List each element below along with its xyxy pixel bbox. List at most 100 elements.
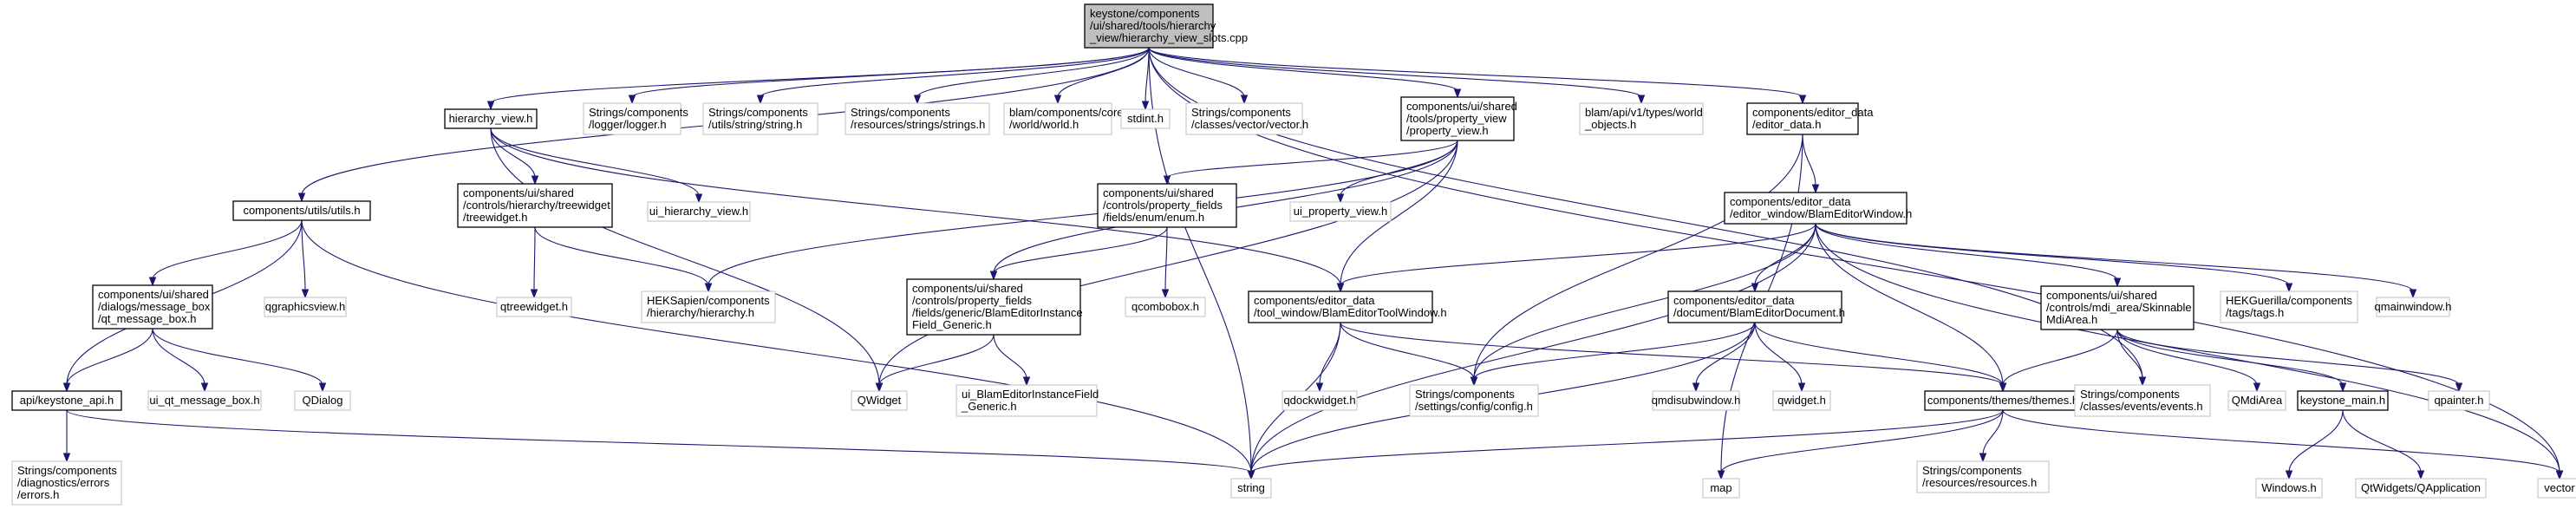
node-label-line: Strings/components [2080, 388, 2180, 401]
node-label-line: _view/hierarchy_view_slots.cpp [1089, 31, 1248, 44]
node-errors-h: Strings/components/diagnostics/errors/er… [11, 460, 122, 506]
node-utils-h[interactable]: components/utils/utils.h [232, 200, 371, 221]
node-box [1400, 96, 1515, 141]
arrowhead [1470, 376, 1478, 387]
edge-line [1148, 47, 1803, 98]
edge-line [2002, 329, 2118, 386]
edge-editor_window_h-to-mdiarea_h [1815, 223, 2122, 288]
edge-line [1166, 140, 1458, 179]
edge-instance_field_h-to-ui_instance_field_h [993, 334, 1031, 387]
edge-line [1473, 322, 1756, 380]
edge-line [1340, 140, 1458, 197]
node-keystone-main-h[interactable]: keystone_main.h [2297, 390, 2389, 411]
node-label-line: qmdisubwindow.h [1652, 394, 1741, 407]
node-label-line: /controls/property_fields [1103, 199, 1223, 212]
node-editor-data-h[interactable]: components/editor_data/editor_data.h [1746, 102, 1874, 135]
node-tags-h: HEKGuerilla/components/tags/tags.h [2220, 290, 2358, 323]
node-box [1125, 297, 1206, 317]
node-label-line: /qt_message_box.h [98, 312, 196, 325]
edge-line [1815, 223, 2414, 292]
node-themes-h[interactable]: components/themes/themes.h [1924, 390, 2082, 411]
node-events-h: Strings/components/classes/events/events… [2074, 384, 2211, 417]
node-label-line: QMdiArea [2232, 394, 2283, 407]
node-label-line: ui_property_view.h [1294, 205, 1387, 218]
node-box [2220, 290, 2358, 323]
edge-line [66, 409, 1252, 473]
arrowhead [318, 382, 327, 393]
node-label-line: /controls/property_fields [912, 294, 1033, 307]
node-qapplication: QtWidgets/QApplication [2355, 478, 2487, 499]
arrowhead [2285, 470, 2293, 480]
node-qpainter-h: qpainter.h [2428, 390, 2490, 411]
edge-line [1802, 134, 1816, 187]
arrowhead [62, 453, 71, 463]
node-editor-document-h[interactable]: components/editor_data/document/BlamEdit… [1667, 290, 1845, 323]
edge-property_view_h-to-hierarchy_h [704, 140, 1458, 293]
node-editor-window-h[interactable]: components/editor_data/editor_window/Bla… [1724, 192, 1912, 225]
edge-instance_field_h-to-qwidget [875, 334, 995, 393]
node-label-line: components/editor_data [1730, 195, 1851, 208]
edge-line [2002, 409, 2560, 473]
arrowhead [1247, 470, 1255, 480]
node-box [1281, 390, 1358, 411]
node-box [1409, 384, 1539, 417]
edge-line [1148, 47, 1245, 98]
edge-line [878, 140, 1458, 386]
node-label-line: /controls/hierarchy/treewidget [463, 199, 610, 212]
edge-line [1340, 223, 1816, 286]
node-message-box-h[interactable]: components/ui/shared/dialogs/message_box… [92, 284, 213, 330]
edge-line [1695, 322, 1756, 386]
edge-line [490, 127, 1341, 286]
node-label-line: stdint.h [1127, 112, 1164, 125]
node-label-line: components/ui/shared [912, 282, 1023, 295]
node-enum-h[interactable]: components/ui/shared/controls/property_f… [1097, 183, 1237, 228]
edge-utils_h-to-message_box_h [148, 219, 303, 287]
edge-line [301, 219, 306, 292]
edge-editor_document_h-to-qmdisubwindow_h [1692, 322, 1756, 393]
node-label-line: _objects.h [1584, 118, 1636, 131]
node-windows-h: Windows.h [2255, 478, 2323, 499]
node-world-h: blam/components/core/world/world.h [1003, 102, 1124, 135]
node-property-view-h[interactable]: components/ui/shared/tools/property_view… [1400, 96, 1517, 141]
node-hierarchy-view-h[interactable]: hierarchy_view.h [444, 108, 538, 129]
edge-line [1815, 223, 2004, 386]
edge-root-to-world_objects_h [1148, 47, 1646, 105]
arrowhead [530, 289, 538, 299]
node-label-line: qdockwidget.h [1283, 394, 1355, 407]
node-hierarchy-h: HEKSapien/components/hierarchy/hierarchy… [641, 290, 776, 323]
edge-keystone_api_h-to-errors_h [62, 409, 71, 463]
edge-editor_window_h-to-tool_window_h [1336, 223, 1816, 293]
arrowhead [1692, 382, 1700, 393]
node-box [1652, 390, 1740, 411]
node-label-line: components/ui/shared [1406, 100, 1517, 113]
edge-line [760, 47, 1150, 98]
node-box [1248, 290, 1433, 323]
node-keystone-api-h[interactable]: api/keystone_api.h [11, 390, 122, 411]
node-tool-window-h[interactable]: components/editor_data/tool_window/BlamE… [1248, 290, 1447, 323]
node-treewidget-h[interactable]: components/ui/shared/controls/hierarchy/… [457, 183, 613, 228]
node-box [232, 200, 371, 221]
node-config-h: Strings/components/settings/config/confi… [1409, 384, 1539, 417]
edge-line [490, 127, 700, 197]
edge-mdiarea_h-to-events_h [2116, 329, 2147, 387]
node-label-line: Strings/components [1415, 388, 1515, 401]
node-qdockwidget-h: qdockwidget.h [1281, 390, 1358, 411]
arrowhead [1979, 453, 1987, 463]
edge-line [631, 47, 1150, 98]
node-box [2537, 478, 2576, 499]
node-instance-field-h[interactable]: components/ui/shared/controls/property_f… [906, 278, 1083, 336]
node-mdiarea-h[interactable]: components/ui/shared/controls/mdi_area/S… [2040, 285, 2194, 330]
node-label-line: /resources/strings/strings.h [851, 118, 985, 131]
edge-line [2116, 329, 2258, 386]
edge-line [1754, 322, 2004, 386]
node-ui-qt-message-box-h: ui_qt_message_box.h [147, 390, 262, 411]
node-label-line: /classes/vector/vector.h [1191, 118, 1308, 131]
node-label-line: qcombobox.h [1131, 300, 1199, 313]
node-label-line: components/ui/shared [98, 288, 209, 301]
arrowhead [148, 277, 157, 287]
edge-tool_window_h-to-themes_h [1340, 322, 2007, 393]
node-box [1185, 102, 1303, 135]
node-label-line: components/ui/shared [1103, 186, 1214, 199]
node-root[interactable]: keystone/components/ui/shared/tools/hier… [1084, 3, 1248, 49]
edge-themes_h-to-map [1717, 409, 2004, 480]
